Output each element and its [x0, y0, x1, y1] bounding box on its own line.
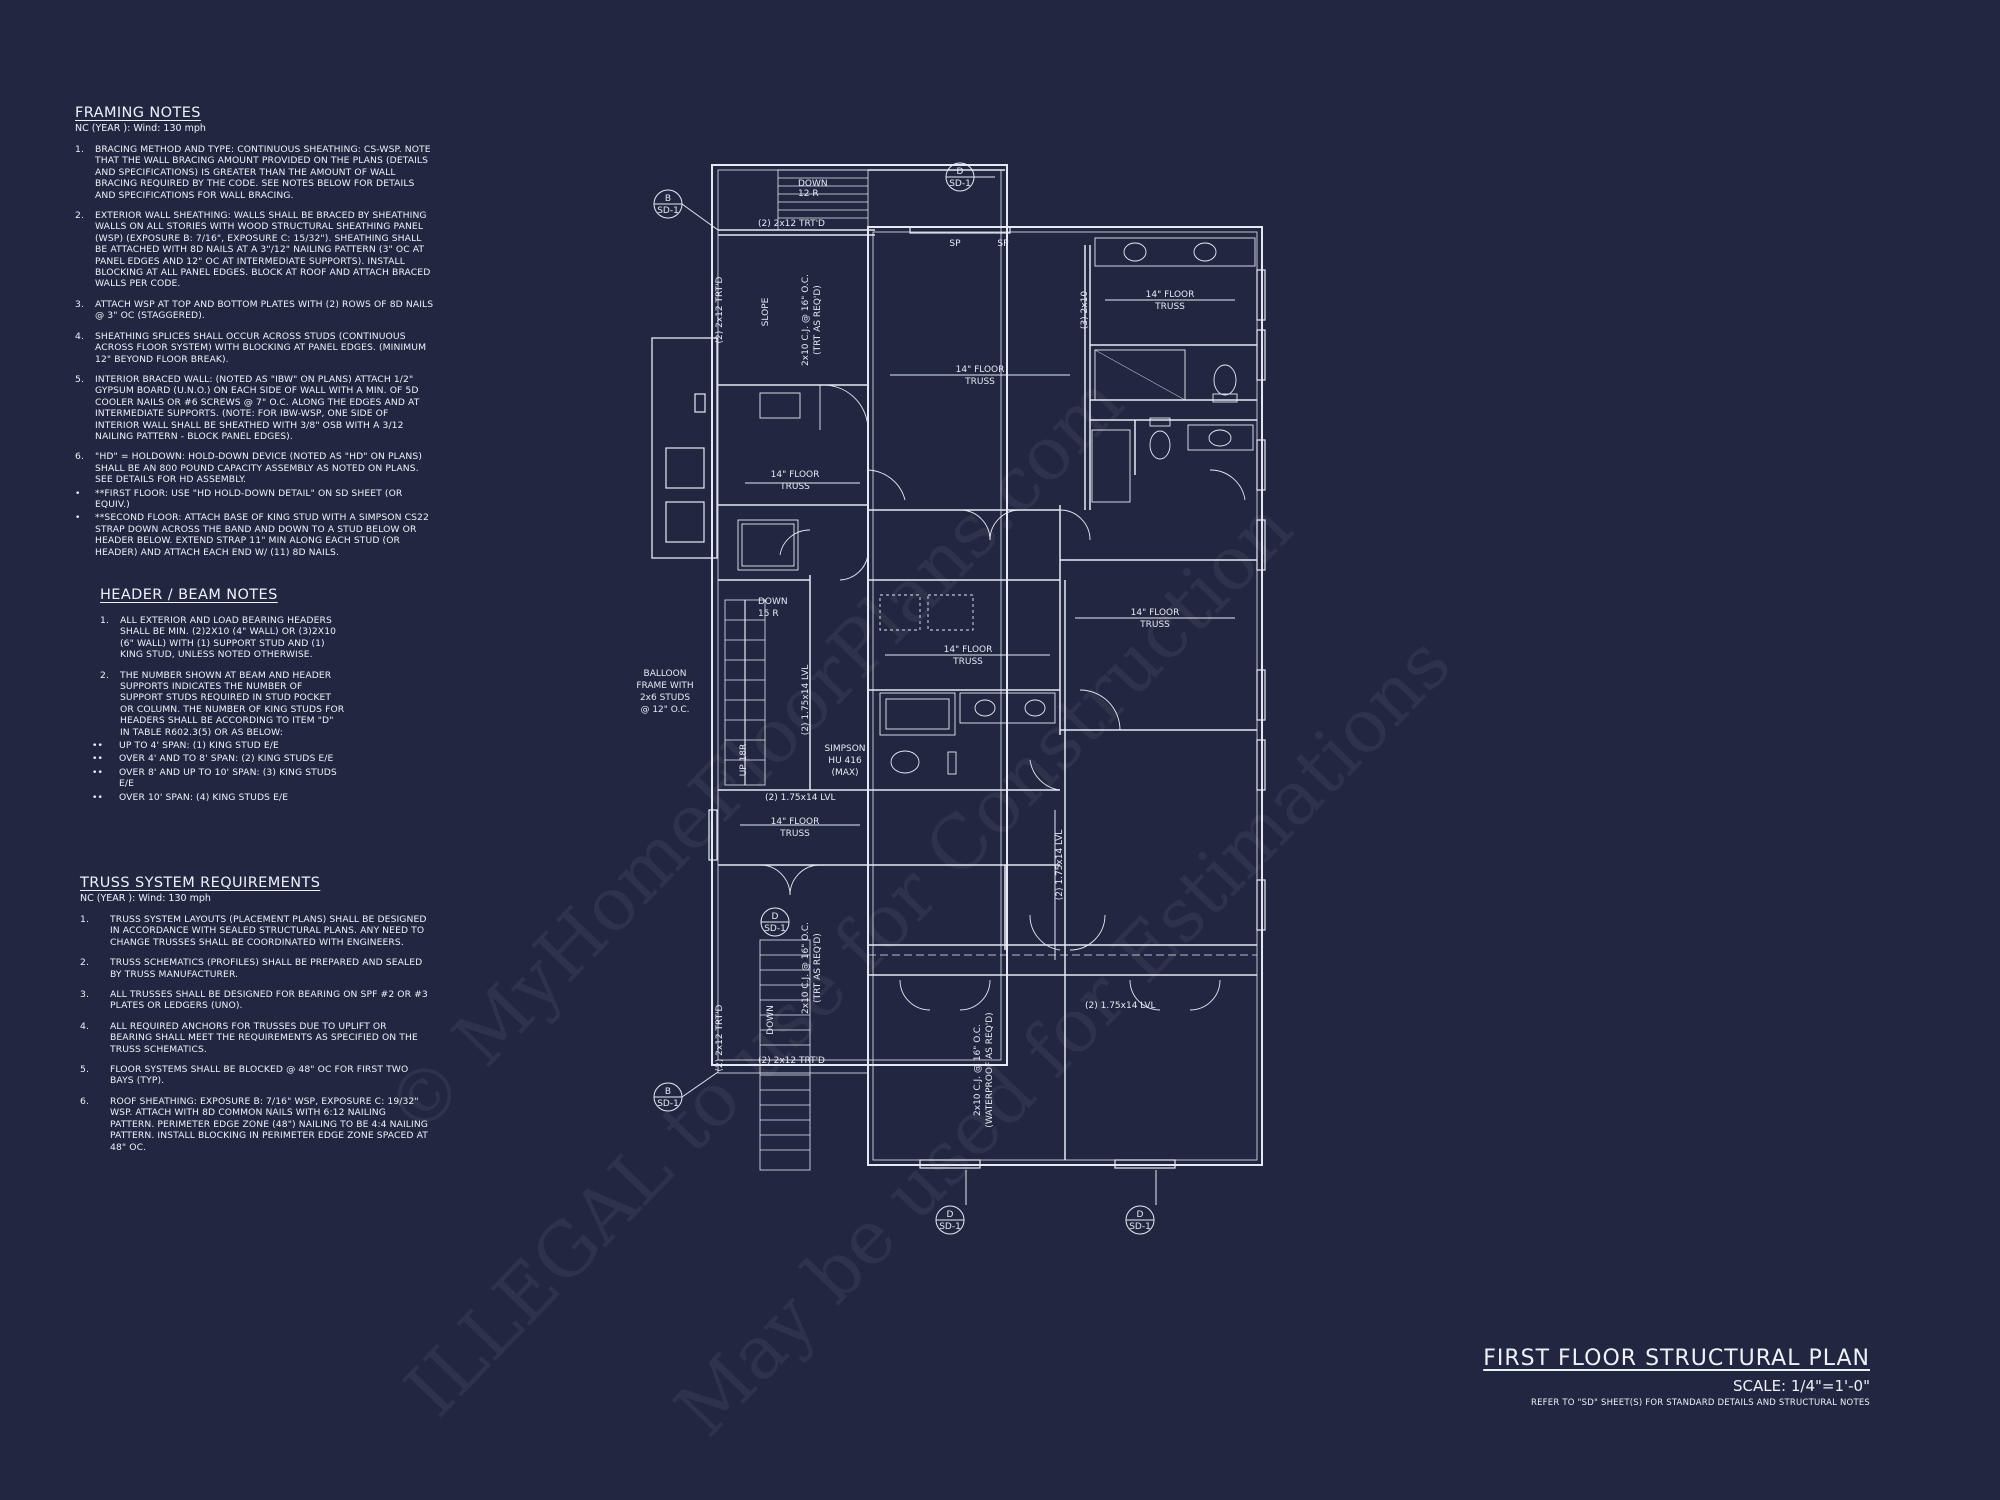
simpson-label-2: HU 416	[828, 756, 862, 766]
framing-note: 3.ATTACH WSP AT TOP AND BOTTOM PLATES WI…	[75, 298, 434, 322]
simpson-label-1: SIMPSON	[824, 744, 865, 754]
truss-label-6b: TRUSS	[779, 829, 810, 839]
down-vertical-label: DOWN	[766, 1005, 776, 1035]
fixtures	[737, 237, 1256, 775]
header-beam-notes: HEADER / BEAM NOTES 1.ALL EXTERIOR AND L…	[92, 587, 345, 805]
truss-note: 1.TRUSS SYSTEM LAYOUTS (PLACEMENT PLANS)…	[80, 914, 427, 948]
framing-note: 2.EXTERIOR WALL SHEATHING: WALLS SHALL B…	[75, 210, 431, 290]
title-block: FIRST FLOOR STRUCTURAL PLAN SCALE: 1/4"=…	[1483, 1346, 1870, 1408]
lvl-label-2: (2) 1.75x14 LVL	[1085, 1001, 1155, 1011]
truss-label-4a: 14" FLOOR	[944, 645, 993, 655]
cj-note-mid: (TRT AS REQ'D)	[813, 933, 823, 1003]
section-markers	[653, 162, 1157, 1235]
marker-sd1-bottom-left: SD-1	[939, 1222, 961, 1232]
lvl-vertical-1: (2) 1.75x14 LVL	[801, 665, 811, 735]
truss-label-1a: 14" FLOOR	[956, 365, 1005, 375]
framing-note: 4.SHEATHING SPLICES SHALL OCCUR ACROSS S…	[75, 330, 427, 365]
sp-label-2: SP	[997, 239, 1009, 249]
joists-label: (3) 2x10	[1080, 291, 1090, 329]
marker-d-bottom-right: D	[1137, 1210, 1144, 1220]
header-note-bullet: ••UP TO 4' SPAN: (1) KING STUD E/E	[92, 740, 279, 752]
truss-notes-list: 1.TRUSS SYSTEM LAYOUTS (PLACEMENT PLANS)…	[80, 914, 430, 1153]
truss-system-notes: TRUSS SYSTEM REQUIREMENTS NC (YEAR ): Wi…	[80, 875, 430, 1162]
header-notes-bullets: ••UP TO 4' SPAN: (1) KING STUD E/E ••OVE…	[87, 740, 345, 803]
trtd-vertical-bottom: (2) 2x12 TRT'D	[715, 1004, 725, 1071]
truss-label-5b: TRUSS	[779, 482, 810, 492]
balloon-label-4: @ 12" O.C.	[640, 705, 689, 715]
windows	[708, 226, 1266, 1169]
truss-label-3b: TRUSS	[1139, 620, 1170, 630]
marker-sd1-mid: SD-1	[764, 924, 786, 934]
marker-d-bottom-left: D	[947, 1210, 954, 1220]
truss-note: 6.ROOF SHEATHING: EXPOSURE B: 7/16" WSP,…	[80, 1095, 429, 1153]
cj-label-bottom: 2x10 C.J. @ 16" O.C.	[973, 1024, 983, 1116]
framing-notes-list: 1.BRACING METHOD AND TYPE: CONTINUOUS SH…	[75, 144, 435, 558]
down-15r-label: 15 R	[758, 609, 779, 619]
lvl-label-1: (2) 1.75x14 LVL	[765, 793, 835, 803]
framing-note-bullet: •**FIRST FLOOR: USE "HD HOLD-DOWN DETAIL…	[75, 487, 403, 510]
truss-label-2b: TRUSS	[1154, 302, 1185, 312]
balloon-label-1: BALLOON	[644, 669, 687, 679]
marker-d-mid: D	[772, 912, 779, 922]
header-note-bullet: ••OVER 4' AND TO 8' SPAN: (2) KING STUDS…	[92, 753, 334, 765]
cj-note-bottom: (WATERPROOF AS REQ'D)	[985, 1012, 995, 1127]
plan-title: FIRST FLOOR STRUCTURAL PLAN	[1483, 1346, 1870, 1371]
truss-note: 4.ALL REQUIRED ANCHORS FOR TRUSSES DUE T…	[80, 1020, 418, 1055]
sp-label-1: SP	[949, 239, 961, 249]
truss-arrows	[740, 299, 1235, 960]
down-12r-label: 12 R	[798, 189, 819, 199]
up-label: UP 18R	[739, 744, 749, 777]
truss-label-3a: 14" FLOOR	[1131, 608, 1180, 618]
cj-label-top: 2x10 C.J. @ 16" O.C.	[801, 274, 811, 366]
slope-label: SLOPE	[761, 297, 771, 326]
framing-note-bullet: •**SECOND FLOOR: ATTACH BASE OF KING STU…	[75, 512, 429, 558]
cj-note-top: (TRT AS REQ'D)	[813, 285, 823, 355]
framing-note: 5.INTERIOR BRACED WALL: (NOTED AS "IBW" …	[75, 373, 420, 442]
truss-label-2a: 14" FLOOR	[1146, 290, 1195, 300]
truss-label-5a: 14" FLOOR	[771, 470, 820, 480]
header-notes-list: 1.ALL EXTERIOR AND LOAD BEARING HEADERS …	[100, 615, 345, 738]
truss-label-6a: 14" FLOOR	[771, 817, 820, 827]
truss-notes-subtitle: NC (YEAR ): Wind: 130 mph	[80, 893, 211, 904]
header-note: 2.THE NUMBER SHOWN AT BEAM AND HEADER SU…	[100, 669, 345, 738]
plan-scale: SCALE: 1/4"=1'-0"	[1732, 1377, 1870, 1395]
marker-b-top: B	[665, 194, 671, 204]
truss-note: 5.FLOOR SYSTEMS SHALL BE BLOCKED @ 48" O…	[80, 1064, 409, 1087]
framing-notes-title: FRAMING NOTES	[75, 105, 201, 121]
header-note: 1.ALL EXTERIOR AND LOAD BEARING HEADERS …	[100, 615, 337, 661]
header-notes-title: HEADER / BEAM NOTES	[100, 587, 278, 603]
framing-note: 6."HD" = HOLDOWN: HOLD-DOWN DEVICE (NOTE…	[75, 451, 423, 486]
header-note-bullet: ••OVER 8' AND UP TO 10' SPAN: (3) KING S…	[92, 766, 337, 790]
plan-labels: B SD-1 D SD-1 D SD-1 B SD-1 D SD-1 D SD-…	[636, 167, 1194, 1232]
truss-label-1b: TRUSS	[964, 377, 995, 387]
simpson-label-3: (MAX)	[831, 768, 858, 778]
trtd-vertical-top: (2) 2x12 TRT'D	[715, 276, 725, 343]
doors	[759, 384, 1246, 1011]
marker-sd1-bottom-right: SD-1	[1129, 1222, 1151, 1232]
cj-label-mid: 2x10 C.J. @ 16" O.C.	[801, 922, 811, 1014]
balloon-label-2: FRAME WITH	[636, 681, 693, 691]
truss-note: 2.TRUSS SCHEMATICS (PROFILES) SHALL BE P…	[80, 957, 423, 980]
lvl-vertical-2: (2) 1.75x14 LVL	[1055, 830, 1065, 900]
marker-sd1-top-right: SD-1	[949, 179, 971, 189]
marker-d-top: D	[957, 167, 964, 177]
trtd-label-top: (2) 2x12 TRT'D	[758, 219, 825, 229]
header-note-bullet: ••OVER 10' SPAN: (4) KING STUDS E/E	[92, 791, 289, 803]
framing-notes: FRAMING NOTES NC (YEAR ): Wind: 130 mph …	[75, 105, 435, 560]
truss-note: 3.ALL TRUSSES SHALL BE DESIGNED FOR BEAR…	[80, 989, 428, 1012]
marker-sd1-bottom: SD-1	[657, 1099, 679, 1109]
plan-reference-note: REFER TO "SD" SHEET(S) FOR STANDARD DETA…	[1531, 1398, 1870, 1408]
framing-note: 1.BRACING METHOD AND TYPE: CONTINUOUS SH…	[75, 144, 431, 201]
down-label-top: DOWN	[798, 179, 828, 189]
marker-b-bottom: B	[665, 1087, 671, 1097]
truss-notes-title: TRUSS SYSTEM REQUIREMENTS	[80, 875, 321, 891]
truss-label-4b: TRUSS	[952, 657, 983, 667]
marker-sd1-top: SD-1	[657, 206, 679, 216]
down-label-mid: DOWN	[758, 597, 788, 607]
framing-notes-subtitle: NC (YEAR ): Wind: 130 mph	[75, 123, 206, 134]
balloon-label-3: 2x6 STUDS	[640, 693, 690, 703]
stairs	[724, 169, 1005, 1171]
trtd-label-bottom: (2) 2x12 TRT'D	[758, 1056, 825, 1066]
